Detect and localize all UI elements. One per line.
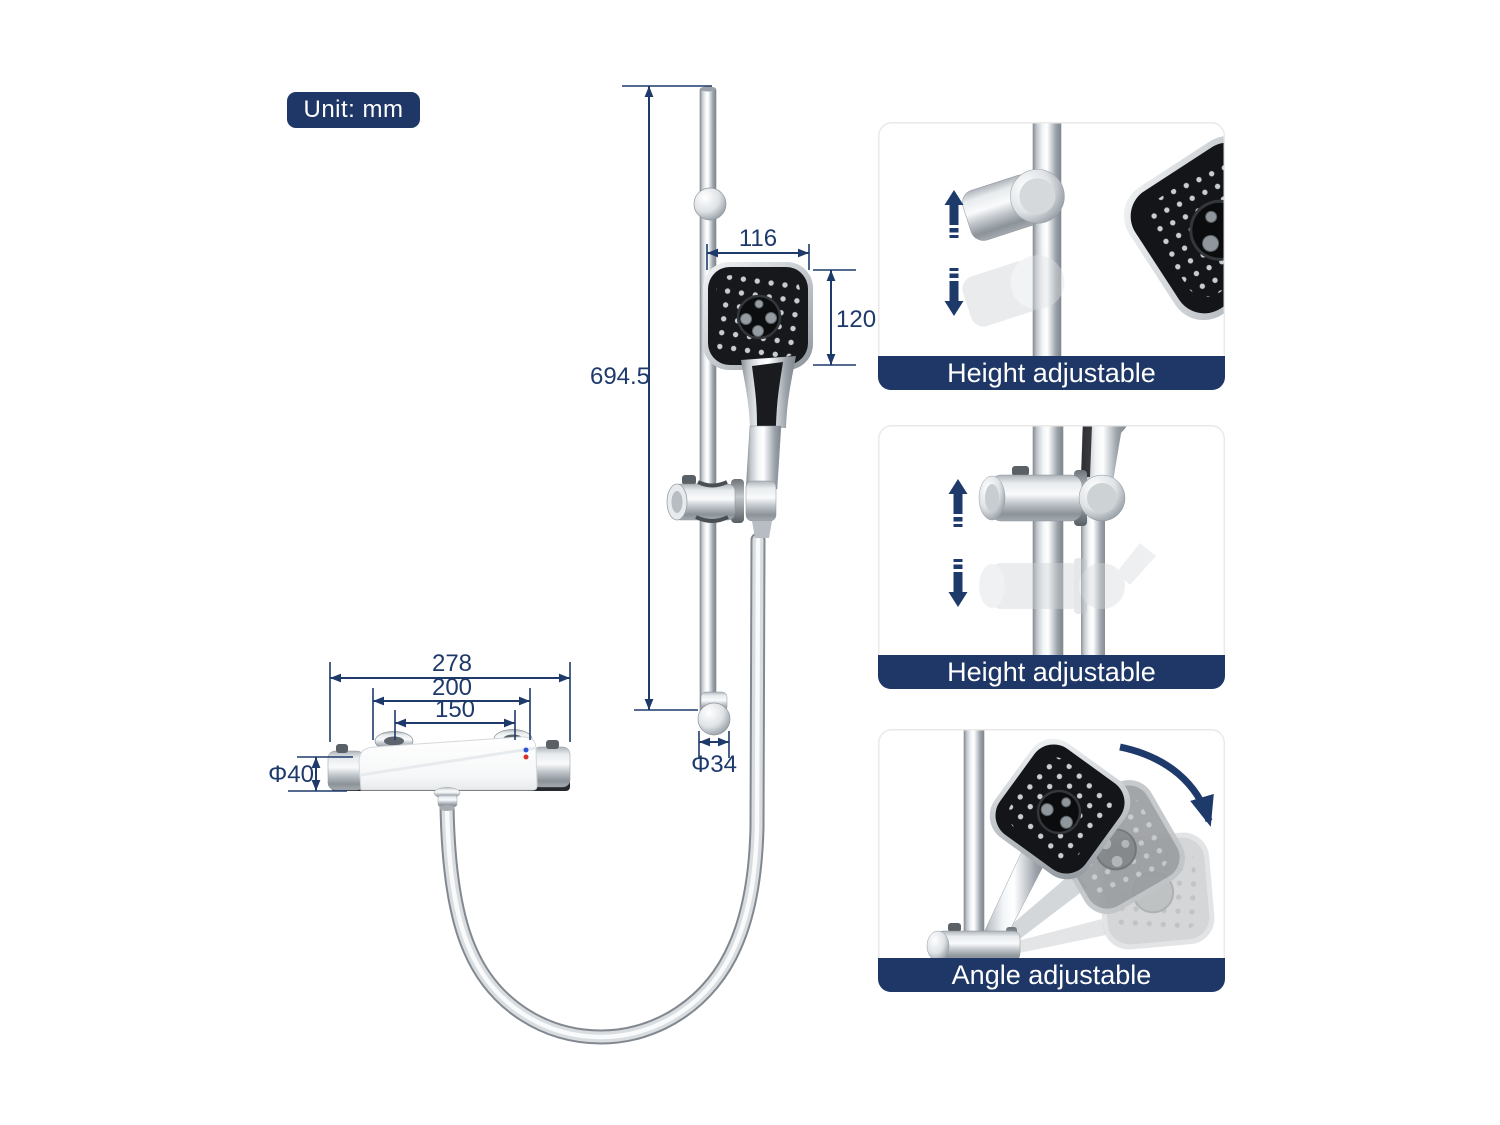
bottom-wall-mount	[697, 691, 731, 736]
panel1-shower-head	[1123, 135, 1225, 321]
feature-panel-2-art	[878, 425, 1225, 689]
dim-valve-body-diameter: Φ40	[268, 756, 353, 792]
dim-head-width: 116	[706, 225, 810, 270]
top-wall-mount	[693, 187, 727, 221]
dim-slide-bar-length: 694.5	[590, 85, 712, 711]
panel-caption-height-adjustable-2: Height adjustable	[878, 655, 1225, 689]
dim-mount-spacing-outer: 200	[372, 674, 531, 740]
panel3-head-solid	[989, 738, 1131, 880]
dim-valve-width: 278	[329, 650, 571, 742]
dim-label-valve-width: 278	[432, 650, 472, 677]
dim-head-height: 120	[813, 269, 876, 366]
panel1-slide-bar	[1032, 122, 1062, 368]
unit-badge: Unit: mm	[287, 92, 420, 128]
panel2-holder	[978, 466, 1126, 526]
dim-bottom-mount-diameter: Φ34	[691, 731, 737, 778]
dim-label-bar-length: 694.5	[590, 363, 650, 390]
mixer-valve	[327, 729, 571, 811]
dim-label-spacing-center: 150	[435, 696, 475, 723]
dim-label-head-width: 116	[739, 225, 777, 252]
feature-panel-3-art	[878, 729, 1225, 992]
panel-caption-height-adjustable-1: Height adjustable	[878, 356, 1225, 390]
dim-label-valve-diameter: Φ40	[268, 761, 314, 788]
panel2-holder-ghost	[979, 543, 1156, 614]
slide-bar	[699, 86, 717, 729]
spray-mode-boss	[736, 294, 782, 340]
dim-mount-spacing-center: 150	[394, 696, 516, 740]
dim-label-bottom-mount: Φ34	[691, 751, 737, 778]
shower-handle	[741, 356, 796, 490]
panel1-holder	[962, 169, 1065, 241]
hot-indicator-dot	[523, 754, 529, 760]
slider-holder	[666, 475, 777, 538]
dim-label-head-height: 120	[836, 306, 876, 333]
rotate-arrow-icon	[1119, 743, 1214, 827]
cold-indicator-dot	[523, 747, 529, 753]
panel3-slide-bar	[963, 729, 985, 965]
panel-caption-angle-adjustable: Angle adjustable	[878, 958, 1225, 992]
shower-hose	[439, 532, 766, 1045]
panel2-slide-bar	[1032, 425, 1064, 666]
hand-shower-head	[703, 262, 813, 370]
feature-panel-1-art	[878, 122, 1225, 390]
panel1-holder-ghost	[962, 255, 1065, 327]
panel2-hose-tube	[1081, 517, 1105, 665]
dim-label-spacing-outer: 200	[432, 674, 472, 701]
